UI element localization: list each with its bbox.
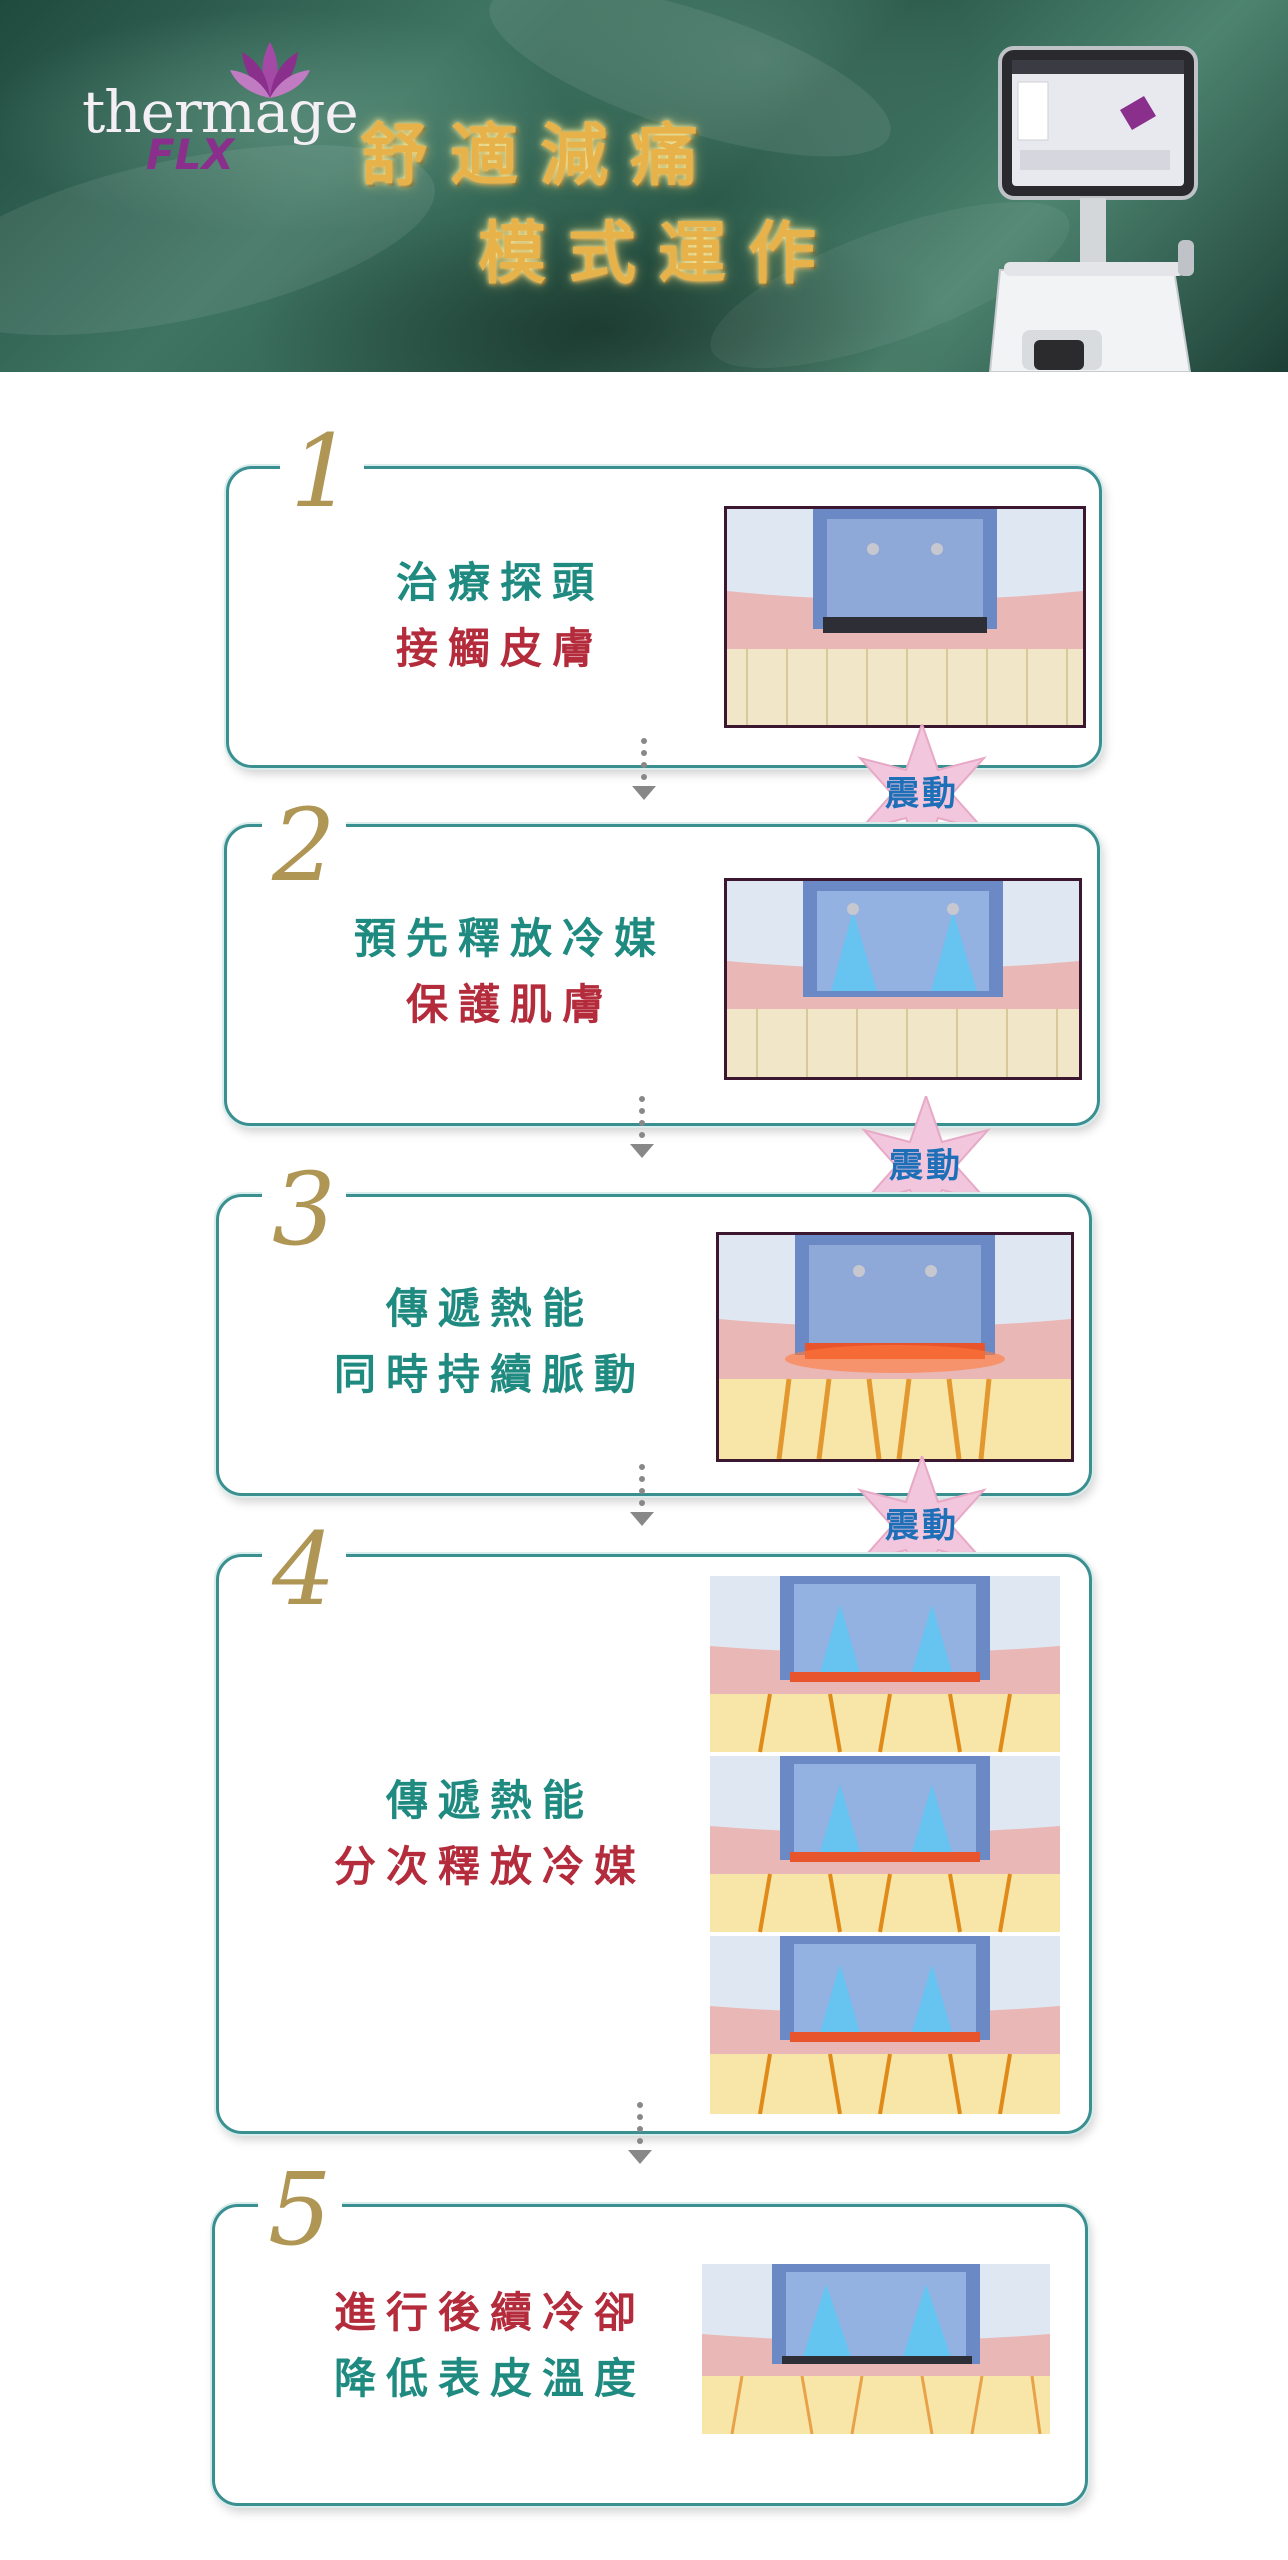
step-3-line2: 同時持續脈動	[333, 1350, 646, 1399]
arrow-down-icon	[628, 2150, 652, 2164]
thermage-logo: thermage FLX	[82, 40, 359, 179]
step-5-line2: 降低表皮溫度	[333, 2354, 646, 2403]
step-2-line2: 保護肌膚	[405, 980, 614, 1029]
heat-delivery-diagram	[719, 1235, 1071, 1459]
thermage-device-image	[988, 46, 1198, 372]
lotus-icon	[230, 42, 310, 98]
flow-connector	[632, 730, 656, 810]
vibration-badge: 震動	[856, 1092, 996, 1240]
step-3-text: 傳遞熱能 同時持續脈動	[290, 1276, 690, 1408]
vibration-label: 震動	[889, 1146, 963, 1186]
step-number-1: 1	[280, 422, 364, 522]
arrow-down-icon	[632, 786, 656, 800]
step-5-line1: 進行後續冷卻	[333, 2288, 646, 2337]
step-number-3: 3	[262, 1160, 346, 1260]
step-number-4: 4	[262, 1520, 346, 1620]
logo-wordmark: thermage	[82, 78, 359, 146]
flow-connector	[630, 1088, 654, 1168]
step-2-illustration	[724, 878, 1082, 1080]
step-4-line1: 傳遞熱能	[385, 1776, 594, 1825]
step-number-5: 5	[258, 2160, 342, 2260]
step-2-text: 預先釋放冷媒 保護肌膚	[300, 906, 720, 1038]
step-3-line1: 傳遞熱能	[385, 1284, 594, 1333]
step-4-line2: 分次釋放冷媒	[333, 1842, 646, 1891]
probe-contact-diagram	[727, 509, 1083, 725]
post-cooling-diagram	[702, 2264, 1050, 2434]
step-1-line2: 接觸皮膚	[395, 624, 604, 673]
step-5-illustration	[702, 2264, 1050, 2434]
vibration-label: 震動	[885, 1506, 959, 1546]
banner-title-line2: 模式運作	[478, 215, 839, 294]
header-banner: thermage FLX 舒適減痛 模式運作	[0, 0, 1288, 372]
logo-sub-wordmark: FLX	[146, 130, 234, 179]
step-4-text: 傳遞熱能 分次釋放冷媒	[290, 1768, 690, 1900]
vibration-badge: 震動	[852, 720, 992, 868]
step-5-text: 進行後續冷卻 降低表皮溫度	[290, 2280, 690, 2412]
step-1-line1: 治療探頭	[395, 558, 604, 607]
banner-title-line1: 舒適減痛	[360, 117, 721, 196]
vibration-label: 震動	[885, 774, 959, 814]
pulsed-cooling-diagram	[710, 1576, 1060, 2114]
cryogen-release-diagram	[727, 881, 1079, 1077]
step-2-line1: 預先釋放冷媒	[353, 914, 666, 963]
arrow-down-icon	[630, 1512, 654, 1526]
arrow-down-icon	[630, 1144, 654, 1158]
step-number-2: 2	[262, 796, 346, 896]
step-1-text: 治療探頭 接觸皮膚	[300, 550, 700, 682]
step-3-illustration	[716, 1232, 1074, 1462]
flow-connector	[628, 2094, 652, 2174]
step-1-illustration	[724, 506, 1086, 728]
flow-connector	[630, 1456, 654, 1536]
step-4-illustration	[710, 1576, 1060, 2114]
